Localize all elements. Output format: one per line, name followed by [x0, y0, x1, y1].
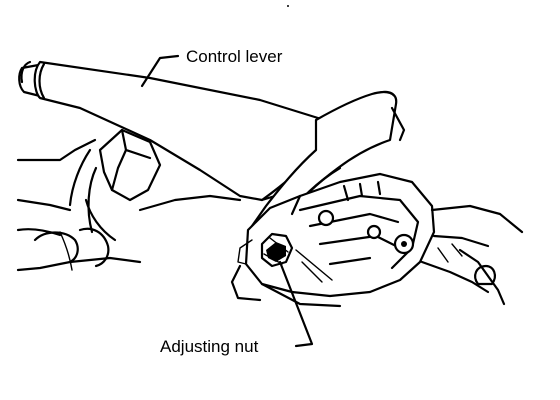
right-body-panel: [230, 204, 524, 308]
adjusting-nut: [260, 232, 294, 268]
adjusting-nut-leader: [278, 260, 314, 348]
adjusting-nut-label: Adjusting nut: [160, 337, 259, 356]
scan-dot: [287, 5, 289, 7]
ratchet-mechanism: [237, 172, 436, 298]
control-lever-leader: [140, 54, 180, 88]
left-mechanism: [16, 128, 242, 272]
control-lever-label: Control lever: [186, 47, 283, 66]
